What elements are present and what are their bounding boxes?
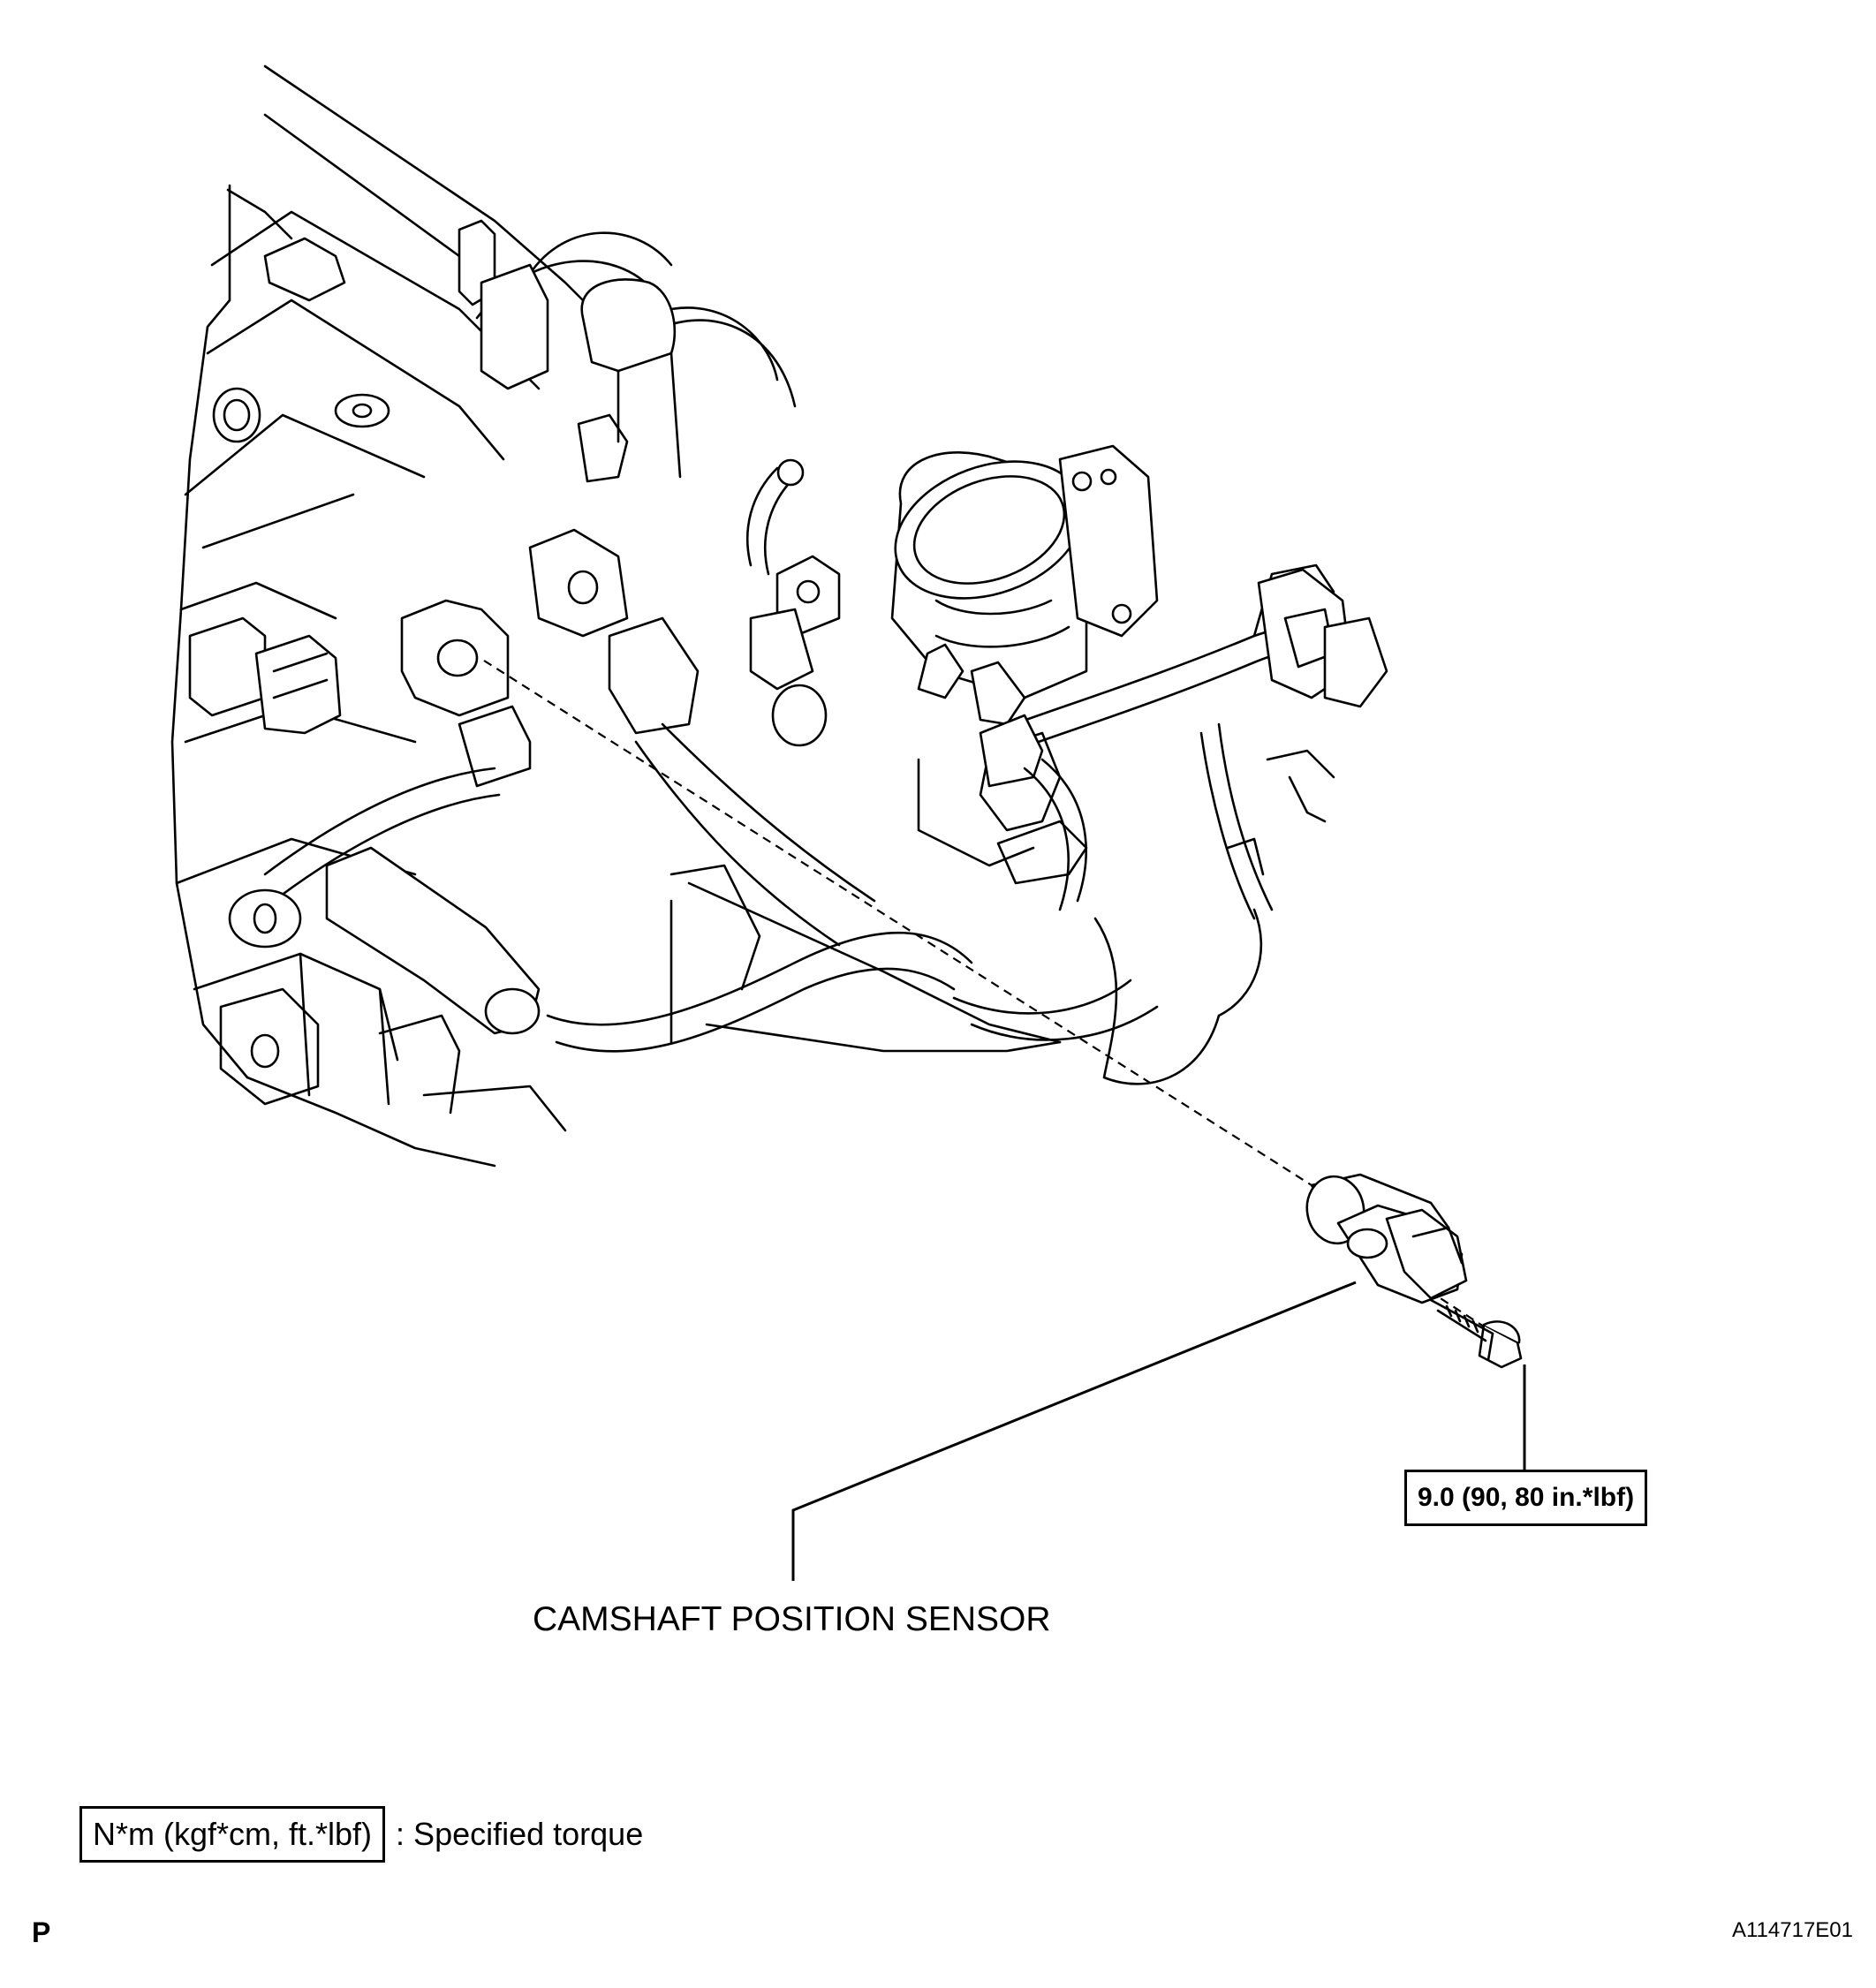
ignition-coil-connectors (188, 528, 629, 903)
cam-cover-details (212, 219, 682, 483)
intake-hoses (325, 616, 1221, 1085)
figure-id: A114717E01 (1731, 1918, 1853, 1942)
torque-legend-description: : Specified torque (396, 1816, 644, 1852)
camshaft-position-sensor (1305, 1173, 1468, 1304)
camshaft-position-sensor-label: CAMSHAFT POSITION SENSOR (533, 1600, 1051, 1638)
torque-callout-box: 9.0 (90, 80 in.*lbf) (1404, 1470, 1648, 1526)
engine-block-lines (170, 64, 797, 1168)
sensor-bolt (1429, 1298, 1523, 1369)
right-connectors (1217, 568, 1388, 1017)
pipe-runs (745, 458, 1344, 920)
install-alignment-line (483, 660, 1312, 1186)
torque-legend: N*m (kgf*cm, ft.*lbf) : Specified torque (79, 1806, 643, 1863)
section-code: P (32, 1916, 51, 1948)
torque-unit-box: N*m (kgf*cm, ft.*lbf) (79, 1806, 386, 1863)
sensor-leader-line (791, 1281, 1357, 1581)
lower-block-details (219, 864, 761, 1132)
throttle-body (749, 444, 1159, 885)
